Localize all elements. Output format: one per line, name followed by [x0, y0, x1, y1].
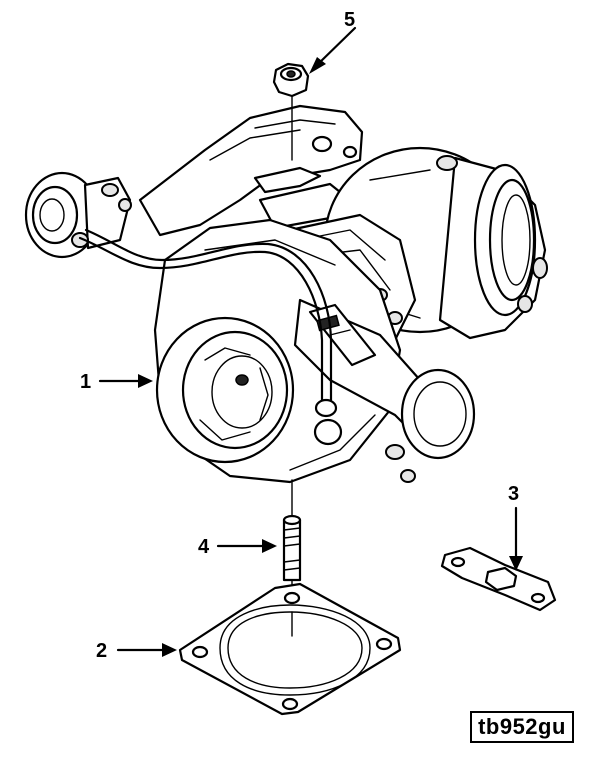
exhaust-outlet-gasket [178, 582, 402, 716]
actuator-hose [78, 228, 343, 446]
turbine-housing [153, 218, 402, 484]
callout-number: 3 [508, 483, 519, 505]
callout-number: 4 [198, 536, 210, 558]
callout-number: 5 [344, 9, 355, 31]
callout-3: 3 [508, 483, 523, 571]
callout-2: 2 [96, 640, 177, 662]
callout-number: 2 [96, 640, 107, 662]
figure-id: tb952gu [478, 714, 566, 739]
callout-1: 1 [80, 371, 153, 393]
mounting-stud [282, 479, 302, 601]
turbocharger [24, 104, 548, 484]
callout-4: 4 [198, 536, 277, 558]
callout-5: 5 [309, 9, 357, 74]
wastegate-actuator [24, 171, 132, 259]
callout-number: 1 [80, 371, 91, 393]
oil-drain-gasket [440, 546, 557, 612]
mounting-nut [272, 62, 310, 161]
figure-id-box: tb952gu [470, 711, 574, 743]
